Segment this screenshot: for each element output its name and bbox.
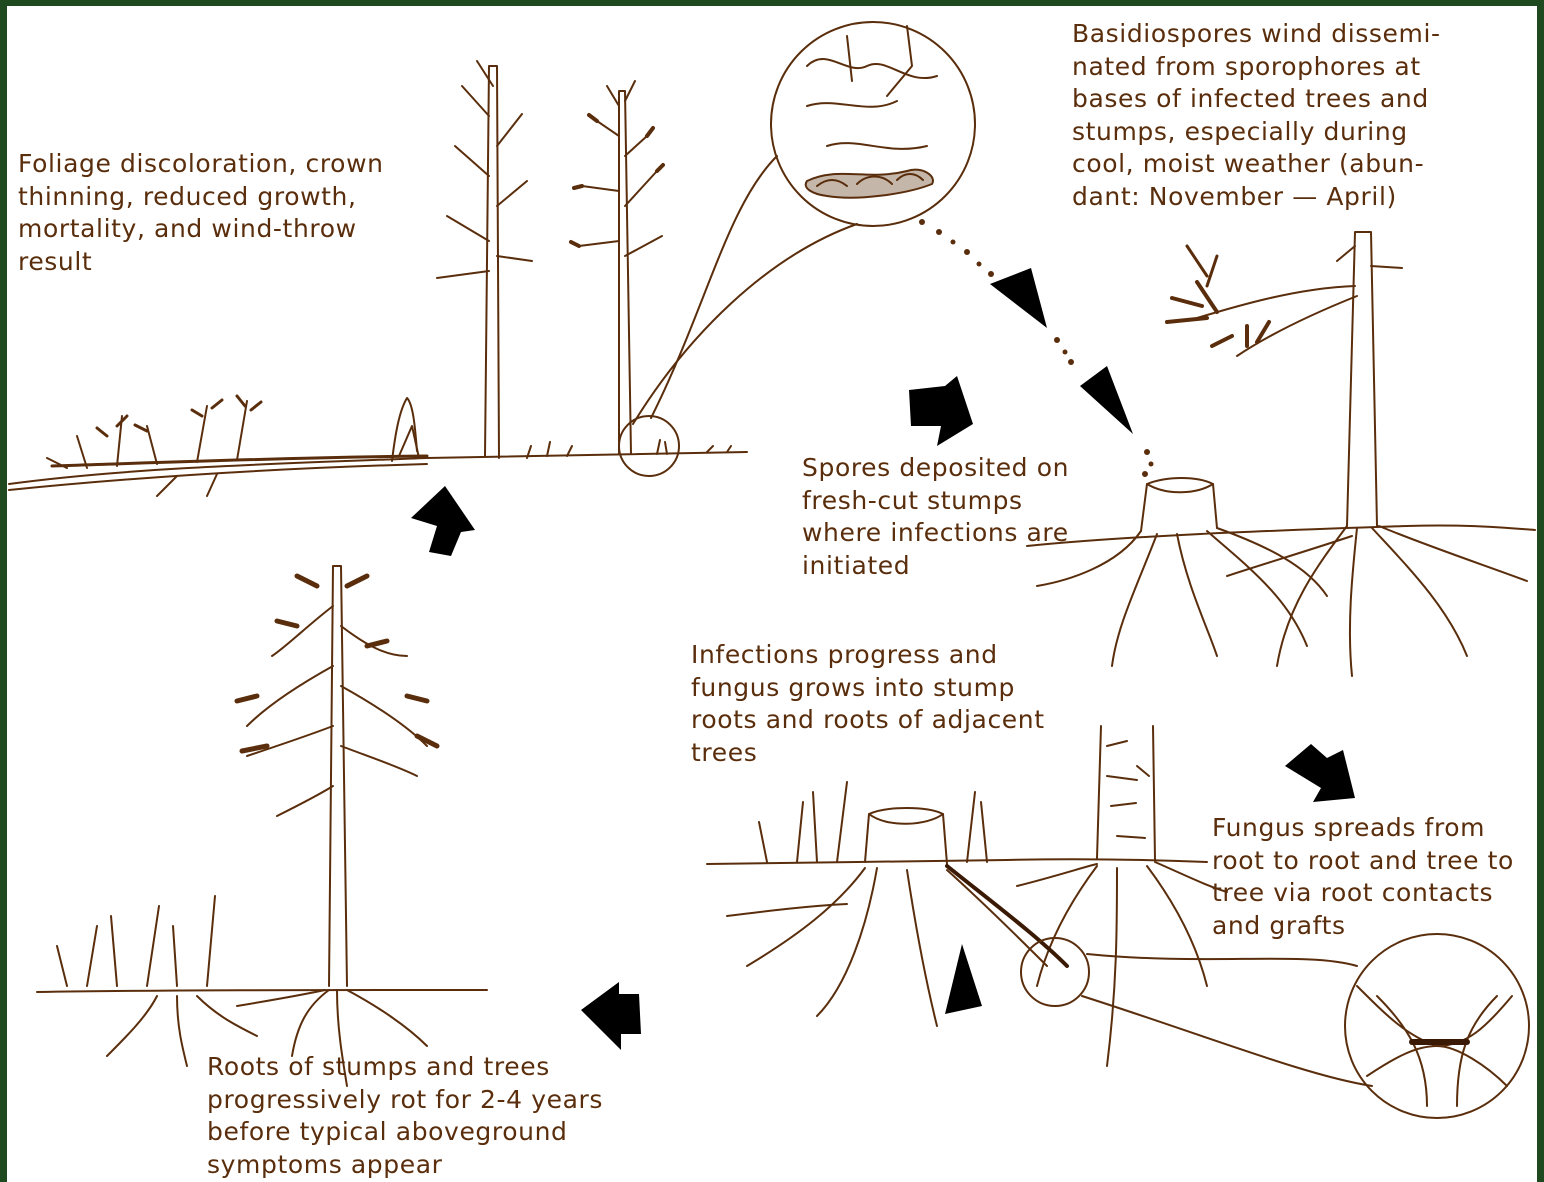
caption-fungus-spreads: Fungus spreads from root to root and tre…	[1212, 812, 1537, 942]
wind-throw-scene	[9, 61, 747, 496]
base-magnifier-circle	[619, 416, 679, 476]
graft-magnifier-circle	[1345, 934, 1529, 1118]
caption-basidiospores-dissemination: Basidiospores wind dissemi- nated from s…	[1072, 18, 1512, 213]
cycle-arrow-up-left	[411, 486, 475, 556]
caption-infections-progress: Infections progress and fungus grows int…	[691, 639, 1111, 769]
caption-spores-deposited: Spores deposited on fresh-cut stumps whe…	[802, 452, 1122, 582]
graft-small-circle	[1021, 938, 1089, 1006]
cycle-arrow-left-bottom	[581, 982, 641, 1050]
caption-foliage-symptoms: Foliage discoloration, crown thinning, r…	[18, 148, 448, 278]
cycle-arrow-down-middle	[909, 376, 973, 446]
cycle-arrow-down-right	[1285, 744, 1355, 802]
caption-roots-rot: Roots of stumps and trees progressively …	[207, 1051, 667, 1181]
diagram-frame: Basidiospores wind dissemi- nated from s…	[7, 6, 1537, 1182]
spore-trail	[919, 219, 1154, 477]
healthy-pine-scene	[37, 566, 487, 1086]
